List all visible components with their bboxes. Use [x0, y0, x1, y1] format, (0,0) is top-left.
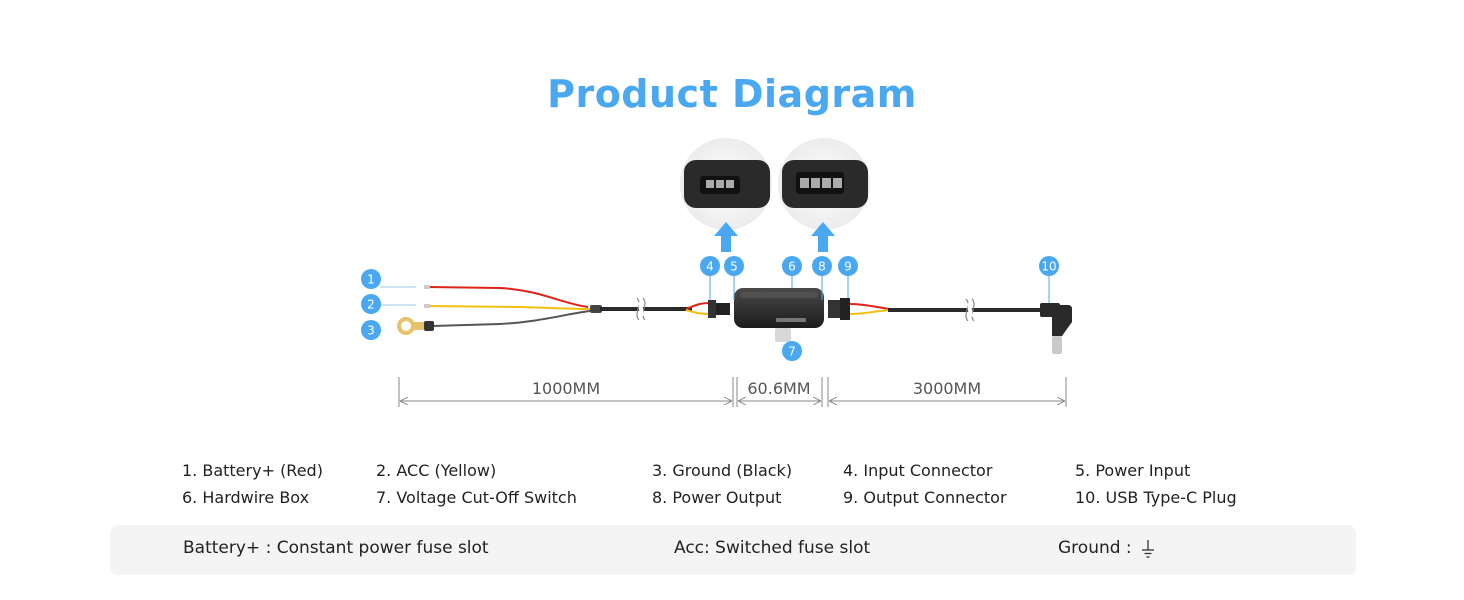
dimension-right-label: 3000MM: [913, 379, 981, 398]
ground-note: Ground :: [1058, 538, 1132, 558]
svg-text:10: 10: [1041, 260, 1056, 274]
svg-text:7: 7: [788, 345, 796, 359]
battery-fuse-note: Battery+ : Constant power fuse slot: [183, 538, 489, 558]
callout-9: 9: [838, 256, 858, 276]
hardwire-box: [734, 288, 824, 342]
ground-symbol-icon: [1140, 538, 1156, 560]
svg-text:6: 6: [788, 260, 796, 274]
callout-4: 4: [700, 256, 720, 276]
output-connector-closeup: [778, 138, 870, 230]
callout-7: 7: [782, 341, 802, 361]
acc-fuse-note: Acc: Switched fuse slot: [674, 538, 870, 558]
svg-text:2: 2: [367, 298, 375, 312]
ring-terminal: [399, 319, 434, 333]
legend-item: 6. Hardwire Box: [182, 488, 309, 507]
callout-6: 6: [782, 256, 802, 276]
callout-8: 8: [812, 256, 832, 276]
dimension-middle-label: 60.6MM: [747, 379, 810, 398]
legend-item: 8. Power Output: [652, 488, 781, 507]
svg-text:9: 9: [844, 260, 852, 274]
usb-c-plug: [1040, 303, 1072, 354]
callout-3: 3: [361, 320, 381, 340]
svg-text:1: 1: [367, 273, 375, 287]
svg-text:5: 5: [730, 260, 738, 274]
svg-text:3: 3: [367, 324, 375, 338]
red-wire: [428, 287, 588, 307]
callout-5: 5: [724, 256, 744, 276]
legend-item: 5. Power Input: [1075, 461, 1190, 480]
callout-1: 1: [361, 269, 381, 289]
legend-item: 3. Ground (Black): [652, 461, 792, 480]
black-wire: [432, 311, 590, 326]
svg-text:4: 4: [706, 260, 714, 274]
callout-2: 2: [361, 294, 381, 314]
legend-item: 10. USB Type-C Plug: [1075, 488, 1237, 507]
legend-item: 4. Input Connector: [843, 461, 992, 480]
yellow-wire: [428, 306, 590, 309]
legend-item: 1. Battery+ (Red): [182, 461, 323, 480]
legend-item: 2. ACC (Yellow): [376, 461, 496, 480]
legend-item: 7. Voltage Cut-Off Switch: [376, 488, 577, 507]
dimension-left-label: 1000MM: [532, 379, 600, 398]
svg-text:8: 8: [818, 260, 826, 274]
callout-10: 10: [1039, 256, 1059, 276]
input-connector-closeup: [680, 138, 772, 230]
legend-item: 9. Output Connector: [843, 488, 1007, 507]
